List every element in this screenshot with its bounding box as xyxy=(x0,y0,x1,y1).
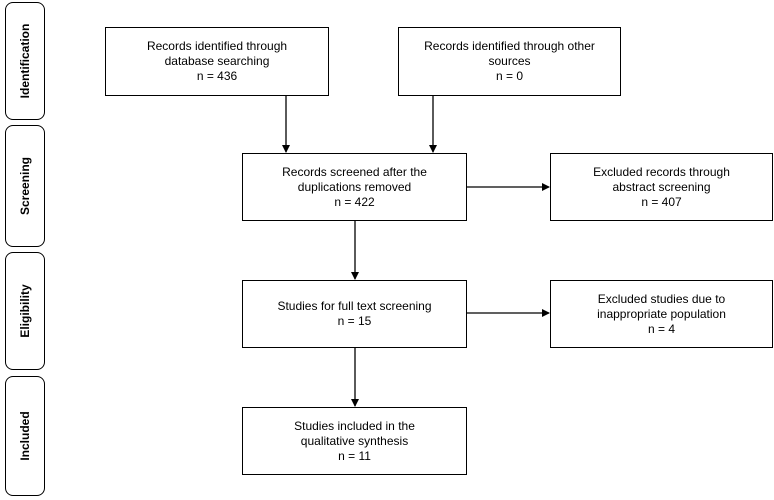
stage-eligibility: Eligibility xyxy=(5,252,45,370)
included-line-2: qualitative synthesis xyxy=(300,433,409,448)
stage-screening: Screening xyxy=(5,125,45,247)
excluded-abstract-count: n = 407 xyxy=(641,194,682,209)
screened-line-1: Records screened after the xyxy=(282,164,427,179)
other-sources-line-2: sources xyxy=(488,54,531,68)
db-search-line-2: database searching xyxy=(164,54,270,68)
stage-included: Included xyxy=(5,376,45,496)
other-sources-count: n = 0 xyxy=(495,69,524,83)
excluded-abstract-line-1: Excluded records through xyxy=(593,164,730,179)
excluded-abstract-line-2: abstract screening xyxy=(612,179,711,194)
box-full-text-screening: Studies for full text screening n = 15 xyxy=(242,280,467,348)
box-records-screened: Records screened after the duplications … xyxy=(242,153,467,221)
db-search-count: n = 436 xyxy=(196,69,238,83)
box-studies-included: Studies included in the qualitative synt… xyxy=(242,407,467,475)
full-text-line-1: Studies for full text screening xyxy=(277,299,432,313)
screened-count: n = 422 xyxy=(334,194,375,209)
stage-identification: Identification xyxy=(5,2,45,120)
excluded-population-line-2: inappropriate population xyxy=(597,306,726,321)
included-count: n = 11 xyxy=(338,448,371,463)
db-search-line-1: Records identified through xyxy=(146,39,288,53)
box-excluded-population: Excluded studies due to inappropriate po… xyxy=(550,280,773,348)
box-excluded-abstract: Excluded records through abstract screen… xyxy=(550,153,773,221)
screened-line-2: duplications removed xyxy=(297,179,412,194)
excluded-population-count: n = 4 xyxy=(647,321,676,336)
included-line-1: Studies included in the xyxy=(294,418,415,433)
excluded-population-line-1: Excluded studies due to xyxy=(597,291,726,306)
box-database-searching: Records identified through database sear… xyxy=(105,27,329,96)
box-other-sources: Records identified through other sources… xyxy=(398,27,621,96)
full-text-count: n = 15 xyxy=(337,314,372,328)
other-sources-line-1: Records identified through other xyxy=(424,39,595,53)
